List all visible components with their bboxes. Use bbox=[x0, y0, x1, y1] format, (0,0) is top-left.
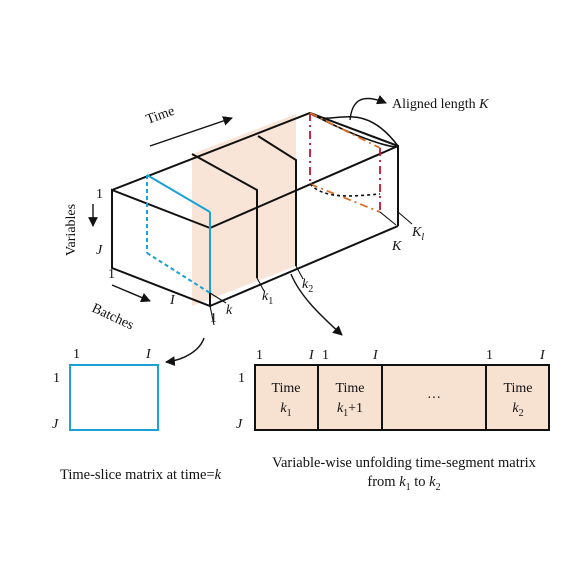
unfold-header-1c: 1 bbox=[486, 348, 493, 363]
unfold-row-J: J bbox=[236, 417, 243, 432]
unfold-header-Ia: I bbox=[308, 348, 315, 363]
time-axis-label: Time bbox=[144, 104, 176, 128]
time-arrow bbox=[149, 116, 233, 147]
cell-1-index: k1 bbox=[280, 401, 291, 419]
aligned-end-Kl: Kl bbox=[411, 225, 424, 243]
time-segment-shading bbox=[192, 114, 296, 306]
unfold-header-Ib: I bbox=[372, 348, 379, 363]
slice-row-J: J bbox=[52, 417, 59, 432]
variables-axis-label: Variables bbox=[64, 204, 79, 256]
aligned-length-curve bbox=[309, 112, 399, 213]
cell-2-index: k1+1 bbox=[337, 401, 363, 419]
unfold-header-1b: 1 bbox=[322, 348, 329, 363]
slice-col-1: 1 bbox=[73, 347, 80, 362]
variable-index-J: J bbox=[96, 243, 103, 258]
segment-end-k2: k2 bbox=[302, 277, 313, 295]
cell-1-time: Time bbox=[271, 381, 300, 396]
unfold-caption-line1: Variable-wise unfolding time-segment mat… bbox=[272, 455, 536, 471]
batches-arrow bbox=[111, 284, 151, 303]
unfold-arrow bbox=[290, 273, 343, 336]
batch-index-1: 1 bbox=[108, 267, 115, 282]
cell-last-index: k2 bbox=[512, 401, 523, 419]
slice-arrow bbox=[165, 337, 205, 366]
tick-leaders bbox=[209, 211, 413, 326]
segment-end-divider bbox=[257, 135, 297, 266]
cell-2-time: Time bbox=[335, 381, 364, 396]
slice-matrix-caption: Time-slice matrix at time=k bbox=[60, 467, 222, 483]
time-slice-matrix: 1 I 1 J bbox=[52, 347, 159, 432]
batches-axis-label: Batches bbox=[89, 301, 136, 333]
batch-index-1-bottom: 1 bbox=[210, 311, 217, 326]
slice-col-I: I bbox=[145, 347, 152, 362]
cube-bottom-edge bbox=[209, 225, 399, 307]
segment-start-divider bbox=[191, 153, 258, 278]
aligned-length-arrow bbox=[349, 95, 387, 121]
unfold-row-1: 1 bbox=[238, 371, 245, 386]
aligned-length-label: Aligned length K bbox=[392, 97, 489, 112]
unfolded-segment-matrix: 1 J 1 I 1 I 1 I Time k1 Time k1+1 ··· Ti… bbox=[236, 348, 550, 432]
batch-index-I: I bbox=[169, 293, 176, 308]
unfold-header-1a: 1 bbox=[256, 348, 263, 363]
cell-ellipsis: ··· bbox=[427, 391, 441, 406]
time-slice-plane bbox=[146, 174, 211, 294]
slice-time-k: k bbox=[226, 303, 233, 318]
cube-top-front-edge bbox=[209, 145, 399, 229]
unfold-caption-line2: from k1 to k2 bbox=[367, 474, 440, 493]
variable-index-1: 1 bbox=[96, 187, 103, 202]
slice-row-1: 1 bbox=[53, 371, 60, 386]
aligned-end-K: K bbox=[391, 239, 402, 254]
segment-start-k1: k1 bbox=[262, 289, 273, 307]
unfold-header-Ic: I bbox=[539, 348, 546, 363]
cell-last-time: Time bbox=[503, 381, 532, 396]
